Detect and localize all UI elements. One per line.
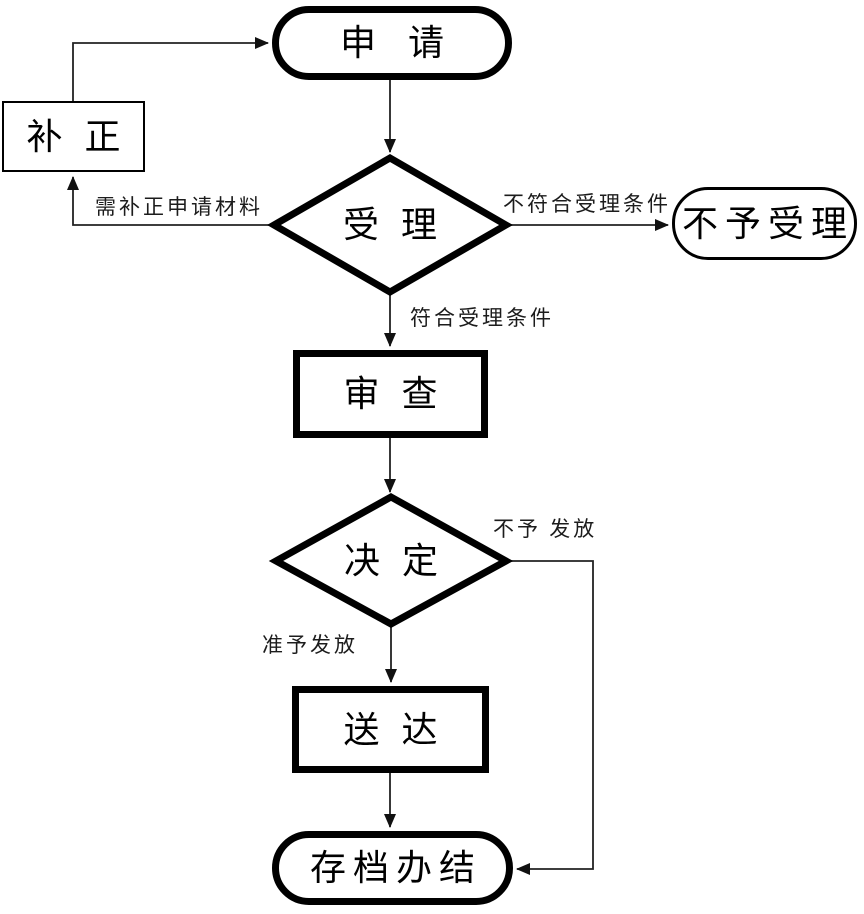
- node-review-label: 审查: [343, 374, 460, 414]
- node-archive: 存档办结: [272, 831, 513, 905]
- node-not-accept-label: 不予受理: [681, 203, 854, 244]
- edge-label-need-correction: 需补正申请材料: [95, 195, 263, 219]
- accept-diamond-shape: [267, 153, 513, 297]
- node-apply-label: 申请: [339, 23, 476, 63]
- edge-correction-to-apply: [72, 37, 269, 101]
- edge-label-grant-issue: 准予发放: [262, 633, 358, 657]
- decision-diamond-shape: [268, 492, 514, 628]
- node-not-accept: 不予受理: [672, 187, 857, 260]
- node-deliver: 送达: [292, 686, 489, 773]
- node-apply: 申请: [272, 6, 512, 80]
- node-archive-label: 存档办结: [309, 848, 482, 888]
- node-deliver-label: 送达: [343, 709, 460, 750]
- node-correction-label: 补正: [26, 116, 143, 157]
- node-review: 审查: [293, 350, 488, 438]
- node-accept-label: 受理: [342, 205, 459, 245]
- node-correction: 补正: [2, 101, 145, 172]
- edge-decision-to-archive: [508, 560, 594, 875]
- edge-label-qualified: 符合受理条件: [410, 306, 554, 330]
- edge-label-not-qualified: 不符合受理条件: [503, 192, 671, 216]
- node-decision-label: 决定: [343, 541, 460, 581]
- edge-accept-to-correction: [67, 176, 272, 226]
- edge-label-deny-issue: 不予 发放: [493, 517, 598, 541]
